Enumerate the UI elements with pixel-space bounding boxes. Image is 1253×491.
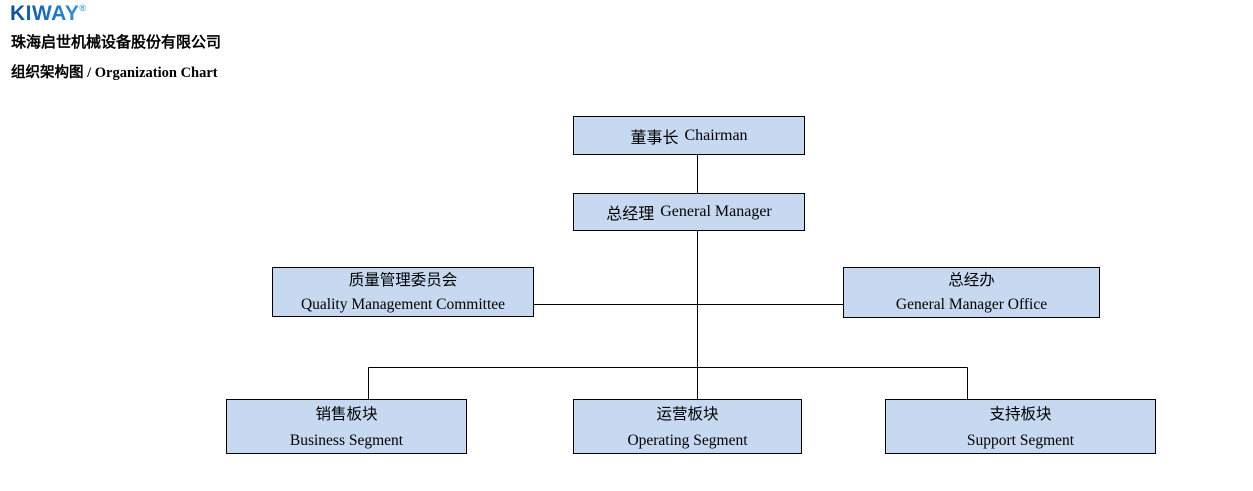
node-operating-segment: 运营板块 Operating Segment bbox=[573, 399, 802, 454]
node-support-label-zh: 支持板块 bbox=[989, 406, 1052, 423]
node-chairman: 董事长 Chairman bbox=[573, 116, 805, 155]
node-gmo-label-zh: 总经办 bbox=[948, 272, 995, 289]
registered-trademark-icon: ® bbox=[79, 3, 87, 13]
node-general-manager-label-zh: 总经理 bbox=[606, 206, 655, 223]
node-support-segment: 支持板块 Support Segment bbox=[885, 399, 1156, 454]
node-chairman-label-zh: 董事长 bbox=[630, 129, 679, 147]
node-business-label-en: Business Segment bbox=[289, 431, 404, 449]
node-qmc-label-en: Quality Management Committee bbox=[300, 296, 506, 313]
node-general-manager-office: 总经办 General Manager Office bbox=[843, 267, 1100, 318]
node-qmc-label-zh: 质量管理委员会 bbox=[348, 272, 458, 289]
company-name: 珠海启世机械设备股份有限公司 bbox=[11, 34, 222, 51]
node-business-segment: 销售板块 Business Segment bbox=[226, 399, 467, 454]
node-operating-label-en: Operating Segment bbox=[627, 431, 748, 449]
node-chairman-label-en: Chairman bbox=[684, 126, 748, 144]
page-title: 组织架构图 / Organization Chart bbox=[11, 65, 218, 81]
node-business-label-zh: 销售板块 bbox=[315, 406, 378, 423]
node-general-manager-label-en: General Manager bbox=[660, 203, 772, 220]
node-gmo-label-en: General Manager Office bbox=[895, 296, 1048, 313]
node-support-label-en: Support Segment bbox=[966, 431, 1075, 449]
node-general-manager: 总经理 General Manager bbox=[573, 193, 805, 231]
logo-wordmark: KIWAY bbox=[10, 2, 80, 25]
node-quality-management-committee: 质量管理委员会 Quality Management Committee bbox=[272, 267, 534, 317]
node-operating-label-zh: 运营板块 bbox=[656, 406, 719, 423]
kiway-logo: KIWAY® bbox=[10, 2, 87, 26]
